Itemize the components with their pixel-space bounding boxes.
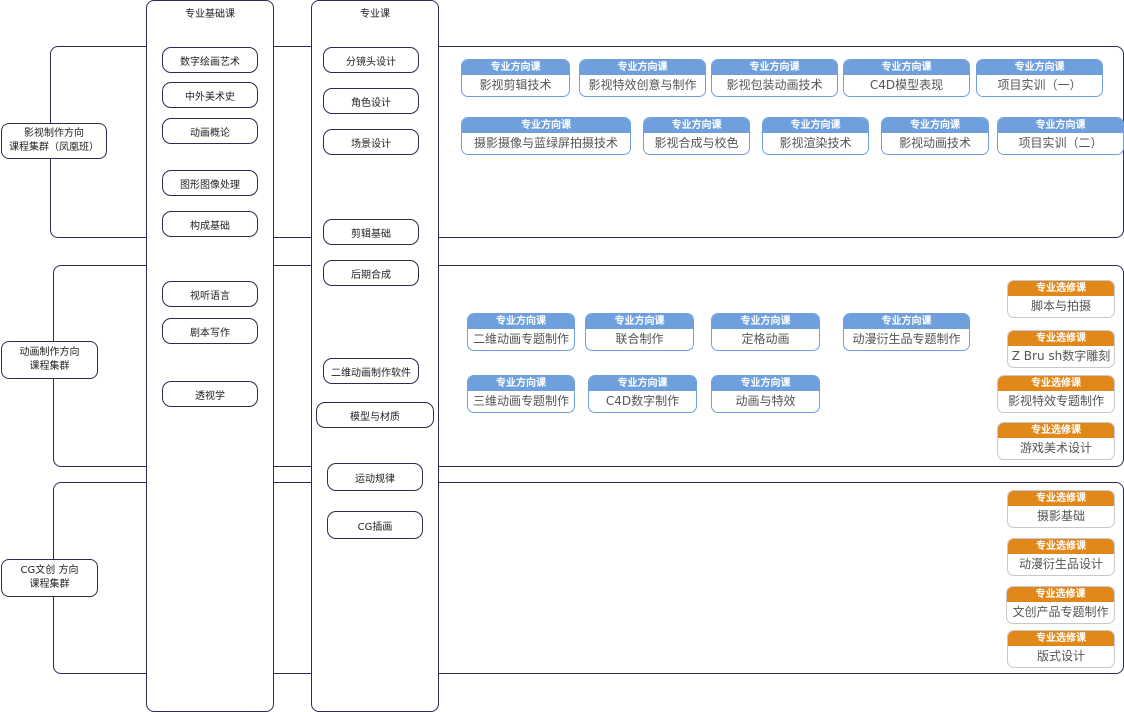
course-name: 摄影基础 [1036, 509, 1085, 523]
course-tag: 专业方向课 [462, 118, 630, 133]
animation-elective-card: 专业选修课 脚本与拍摄 [1007, 280, 1115, 318]
professional-course: 角色设计 [323, 88, 419, 114]
animation-elective-card: 专业选修课 影视特效专题制作 [997, 375, 1115, 413]
professional-course: CG插画 [327, 511, 423, 539]
course-name: 影视剪辑技术 [479, 78, 552, 92]
course-name: 摄影摄像与蓝绿屏拍摄技术 [473, 136, 618, 150]
course-tag: 专业方向课 [589, 376, 696, 391]
animation-course-card: 专业方向课 C4D数字制作 [588, 375, 697, 413]
course-tag: 专业方向课 [763, 118, 868, 133]
professional-course: 模型与材质 [316, 402, 434, 428]
elective-tag: 专业选修课 [1008, 631, 1114, 646]
course-tag: 专业方向课 [712, 376, 819, 391]
course-tag: 专业方向课 [644, 118, 749, 133]
course-name: 影视合成与校色 [654, 136, 739, 150]
foundation-column-title: 专业基础课 [185, 9, 235, 20]
course-name: 文创产品专题制作 [1012, 605, 1109, 619]
foundation-course: 视听语言 [162, 281, 258, 307]
course-tag: 专业方向课 [844, 60, 969, 75]
course-name: 影视包装动画技术 [726, 78, 823, 92]
elective-tag: 专业选修课 [1008, 491, 1114, 506]
course-name: 二维动画专题制作 [472, 332, 569, 346]
course-tag: 专业方向课 [462, 60, 569, 75]
course-tag: 专业方向课 [712, 314, 819, 329]
course-tag: 专业方向课 [468, 314, 574, 329]
course-name: 项目实训（一） [997, 78, 1082, 92]
course-tag: 专业方向课 [998, 118, 1123, 133]
course-name: 三维动画专题制作 [472, 394, 569, 408]
course-name: 动漫衍生品设计 [1018, 557, 1103, 571]
foundation-course: 剧本写作 [162, 318, 258, 344]
foundation-course: 数字绘画艺术 [162, 47, 258, 73]
elective-tag: 专业选修课 [998, 376, 1114, 391]
course-name: 游戏美术设计 [1019, 441, 1092, 455]
animation-course-card: 专业方向课 动漫衍生品专题制作 [843, 313, 970, 351]
film-course-card: 专业方向课 摄影摄像与蓝绿屏拍摄技术 [461, 117, 631, 155]
course-tag: 专业方向课 [712, 60, 837, 75]
animation-course-card: 专业方向课 动画与特效 [711, 375, 820, 413]
film-course-card: 专业方向课 影视特效创意与制作 [579, 59, 706, 97]
film-course-card: 专业方向课 项目实训（二） [997, 117, 1124, 155]
elective-tag: 专业选修课 [1008, 281, 1114, 296]
elective-tag: 专业选修课 [1007, 587, 1114, 602]
cg-elective-card: 专业选修课 版式设计 [1007, 630, 1115, 668]
animation-course-card: 专业方向课 三维动画专题制作 [467, 375, 575, 413]
elective-tag: 专业选修课 [1008, 331, 1114, 346]
professional-column-title: 专业课 [360, 9, 390, 20]
professional-course: 剪辑基础 [323, 219, 419, 245]
foundation-course: 图形图像处理 [162, 170, 258, 196]
cg-elective-card: 专业选修课 动漫衍生品设计 [1007, 538, 1115, 576]
animation-elective-card: 专业选修课 游戏美术设计 [997, 422, 1115, 460]
film-course-card: 专业方向课 项目实训（一） [976, 59, 1103, 97]
course-name: 动画与特效 [735, 394, 796, 408]
elective-tag: 专业选修课 [1008, 539, 1114, 554]
course-name: 项目实训（二） [1018, 136, 1103, 150]
film-course-card: 专业方向课 影视动画技术 [881, 117, 989, 155]
animation-course-card: 专业方向课 二维动画专题制作 [467, 313, 575, 351]
professional-course: 分镜头设计 [323, 47, 419, 73]
course-name: 影视特效创意与制作 [588, 78, 697, 92]
cg-elective-card: 专业选修课 文创产品专题制作 [1006, 586, 1115, 624]
professional-course: 二维动画制作软件 [323, 358, 419, 384]
animation-course-card: 专业方向课 定格动画 [711, 313, 820, 351]
course-tag: 专业方向课 [468, 376, 574, 391]
film-group-label: 影视制作方向 课程集群（凤凰班） [1, 123, 107, 159]
animation-course-card: 专业方向课 联合制作 [585, 313, 694, 351]
course-tag: 专业方向课 [586, 314, 693, 329]
cg-elective-card: 专业选修课 摄影基础 [1007, 490, 1115, 528]
course-tag: 专业方向课 [977, 60, 1102, 75]
course-tag: 专业方向课 [882, 118, 988, 133]
foundation-course: 透视学 [162, 381, 258, 407]
course-name: 版式设计 [1036, 649, 1085, 663]
course-tag: 专业方向课 [580, 60, 705, 75]
professional-course: 场景设计 [323, 129, 419, 155]
professional-course: 运动规律 [327, 463, 423, 491]
course-name: 影视动画技术 [898, 136, 971, 150]
course-name: C4D数字制作 [605, 394, 680, 408]
course-tag: 专业方向课 [844, 314, 969, 329]
course-name: 脚本与拍摄 [1030, 299, 1091, 313]
animation-elective-card: 专业选修课 Z Bru sh数字雕刻 [1007, 330, 1115, 368]
foundation-course: 构成基础 [162, 211, 258, 237]
course-name: 影视特效专题制作 [1007, 394, 1104, 408]
film-course-card: 专业方向课 影视包装动画技术 [711, 59, 838, 97]
course-name: 影视渲染技术 [779, 136, 852, 150]
animation-group-label: 动画制作方向 课程集群 [1, 341, 98, 379]
foundation-course: 动画概论 [162, 118, 258, 144]
elective-tag: 专业选修课 [998, 423, 1114, 438]
film-course-card: 专业方向课 影视渲染技术 [762, 117, 869, 155]
film-course-card: 专业方向课 影视合成与校色 [643, 117, 750, 155]
course-name: C4D模型表现 [869, 78, 944, 92]
cg-group-label: CG文创 方向 课程集群 [1, 559, 98, 597]
course-name: Z Bru sh数字雕刻 [1011, 349, 1111, 363]
course-name: 动漫衍生品专题制作 [852, 332, 961, 346]
course-name: 定格动画 [741, 332, 790, 346]
foundation-course: 中外美术史 [162, 82, 258, 108]
film-course-card: 专业方向课 C4D模型表现 [843, 59, 970, 97]
film-course-card: 专业方向课 影视剪辑技术 [461, 59, 570, 97]
course-name: 联合制作 [615, 332, 664, 346]
professional-course: 后期合成 [323, 260, 419, 286]
